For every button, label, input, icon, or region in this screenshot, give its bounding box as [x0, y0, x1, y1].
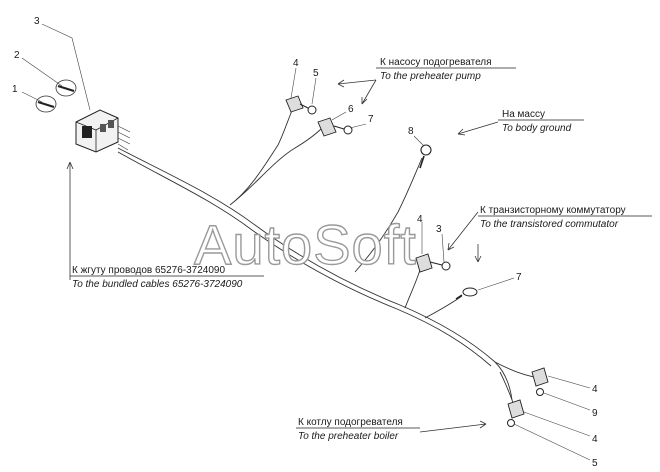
callout-5-top: 5 — [313, 68, 319, 79]
callout-6: 6 — [348, 104, 354, 115]
commutator-connector — [415, 253, 451, 273]
callout-4-low: 4 — [592, 384, 598, 395]
label-pump-ru: К насосу подогревателя — [380, 57, 492, 68]
label-ground-ru: На массу — [502, 109, 545, 120]
label-ground-en: To body ground — [502, 123, 572, 134]
callout-4-bottom: 4 — [592, 434, 598, 445]
pump-connector-6-7 — [317, 117, 353, 137]
main-harness-wire-b — [117, 151, 492, 367]
callout-7-top: 7 — [368, 114, 374, 125]
label-bundle-en: To the bundled cables 65276-3724090 — [72, 279, 243, 290]
label-boiler-ru: К котлу подогревателя — [298, 417, 403, 428]
leader-lines — [21, 23, 591, 461]
callout-3-mid: 3 — [436, 224, 442, 235]
branch-to-ground — [354, 157, 423, 273]
label-bundle-ru: К жгуту проводов 65276-3724090 — [72, 265, 225, 276]
callout-4-top: 4 — [293, 58, 299, 69]
callout-9: 9 — [592, 408, 598, 419]
callout-4-mid: 4 — [417, 214, 423, 225]
boiler-connector-4-5 — [507, 399, 525, 427]
callout-1: 1 — [12, 84, 18, 95]
branch-to-commutator — [404, 269, 421, 309]
watermark-text: AutoSoft — [194, 213, 417, 276]
callout-5-bottom: 5 — [592, 458, 598, 469]
commutator-ring-terminal — [455, 287, 478, 300]
callout-8: 8 — [408, 126, 414, 137]
label-commutator-en: To the transistored commutator — [480, 219, 619, 230]
label-arrows — [66, 79, 499, 433]
label-pump-en: To the preheater pump — [380, 71, 481, 82]
harness-connector-block — [75, 109, 131, 153]
branch-to-pump-b — [235, 127, 323, 201]
callout-3: 3 — [34, 16, 40, 27]
part-1-terminal — [35, 95, 57, 113]
callout-2: 2 — [14, 50, 20, 61]
branch-to-pump — [229, 107, 294, 206]
label-commutator-ru: К транзисторному коммутатору — [480, 205, 626, 216]
part-2-terminal — [55, 79, 77, 97]
boiler-connector-4-9 — [531, 367, 549, 396]
callout-7-mid: 7 — [516, 272, 522, 283]
ground-ring-terminal — [419, 144, 432, 169]
pump-connector-4-5 — [285, 95, 317, 115]
label-boiler-en: To the preheater boiler — [298, 431, 399, 442]
branch-to-commutator-b — [424, 295, 463, 319]
